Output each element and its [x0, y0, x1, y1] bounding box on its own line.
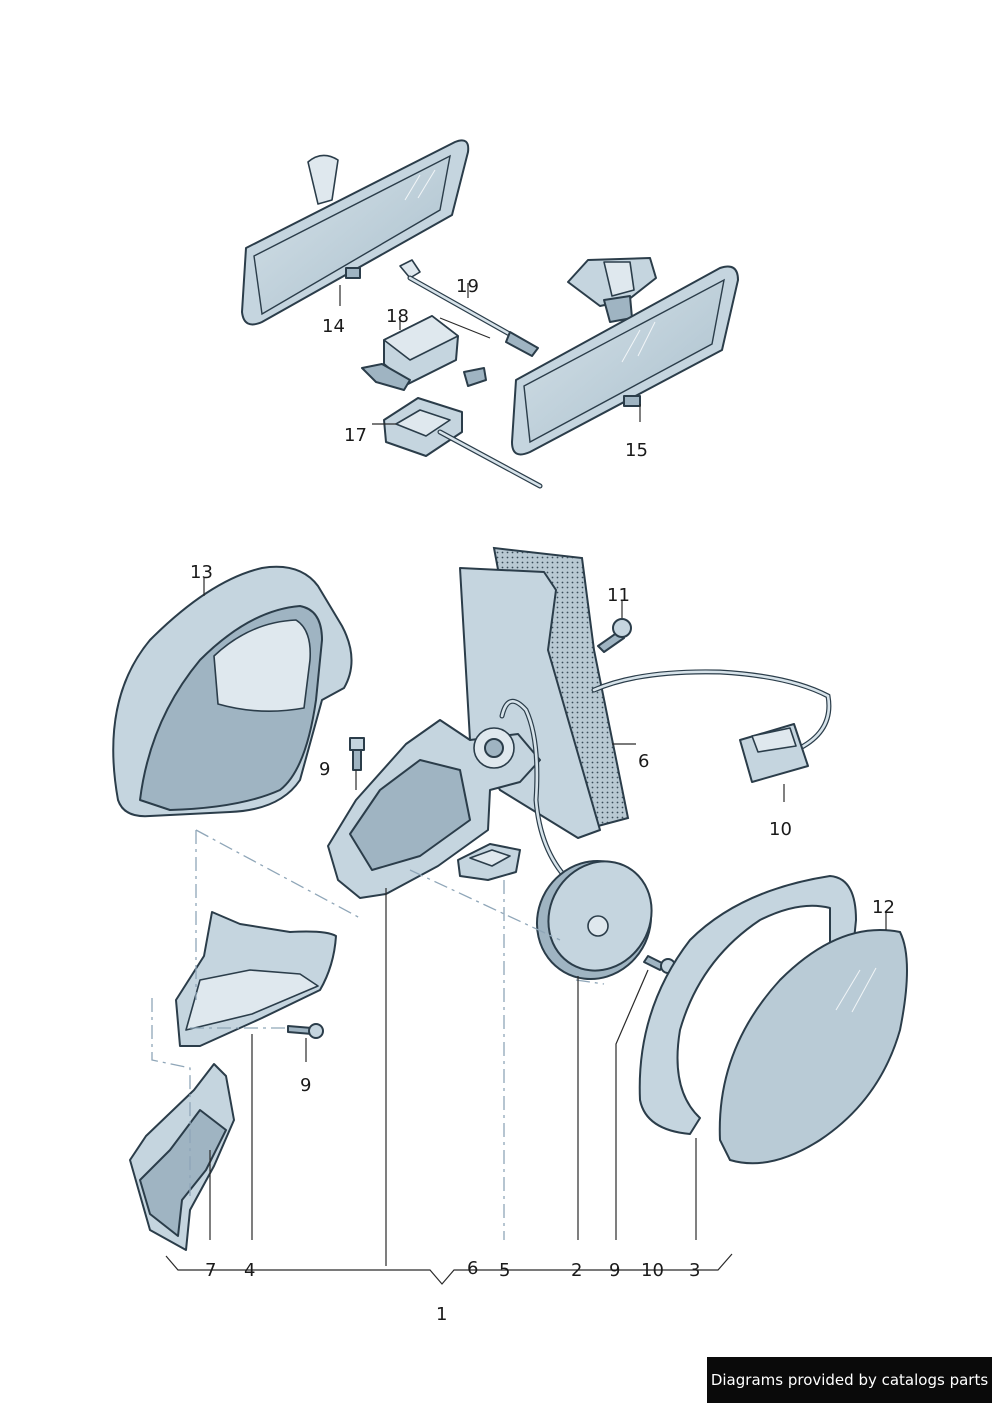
screw-11	[597, 618, 632, 653]
credit-banner: Diagrams provided by catalogs parts	[707, 1357, 992, 1403]
label-3: 3	[689, 1260, 700, 1281]
clip-5	[457, 843, 521, 881]
label-17: 17	[344, 425, 367, 446]
label-2: 2	[571, 1260, 582, 1281]
adjustment-motor-2	[535, 859, 653, 981]
label-9-bottom: 9	[609, 1260, 620, 1281]
cover-17	[383, 397, 543, 489]
label-18: 18	[386, 306, 409, 327]
label-4: 4	[244, 1260, 255, 1281]
label-6-top: 6	[638, 751, 649, 772]
label-11: 11	[607, 585, 630, 606]
label-14: 14	[322, 316, 345, 337]
turn-signal-housing-7	[129, 1063, 235, 1251]
label-5: 5	[499, 1260, 510, 1281]
rearview-mirror-15	[511, 257, 739, 456]
mirror-bracket	[327, 698, 571, 899]
mirror-housing-13	[112, 565, 353, 818]
label-13: 13	[190, 562, 213, 583]
label-9-top: 9	[319, 759, 330, 780]
screw-9-top	[349, 737, 365, 771]
lower-cover-4	[175, 911, 337, 1047]
label-1: 1	[436, 1304, 447, 1325]
label-9-mid: 9	[300, 1075, 311, 1096]
cable-19	[399, 259, 539, 357]
label-19: 19	[456, 276, 479, 297]
rearview-mirror-14	[241, 139, 470, 326]
leader-lines	[165, 283, 887, 1285]
label-7: 7	[205, 1260, 216, 1281]
sensor-18	[361, 315, 491, 391]
screw-9-lower	[287, 1023, 324, 1039]
label-10-top: 10	[769, 819, 792, 840]
mirror-glass-12	[638, 875, 908, 1165]
label-12: 12	[872, 897, 895, 918]
label-6-bottom: 6	[467, 1258, 478, 1279]
part-labels: 14 19 18 17 15 13 11 6 9 10 12 9 7 4 6 5…	[190, 276, 895, 1325]
wiring-connector-10	[591, 669, 832, 783]
label-15: 15	[625, 440, 648, 461]
assembly-guide-lines	[151, 829, 605, 1240]
label-10-bottom: 10	[641, 1260, 664, 1281]
